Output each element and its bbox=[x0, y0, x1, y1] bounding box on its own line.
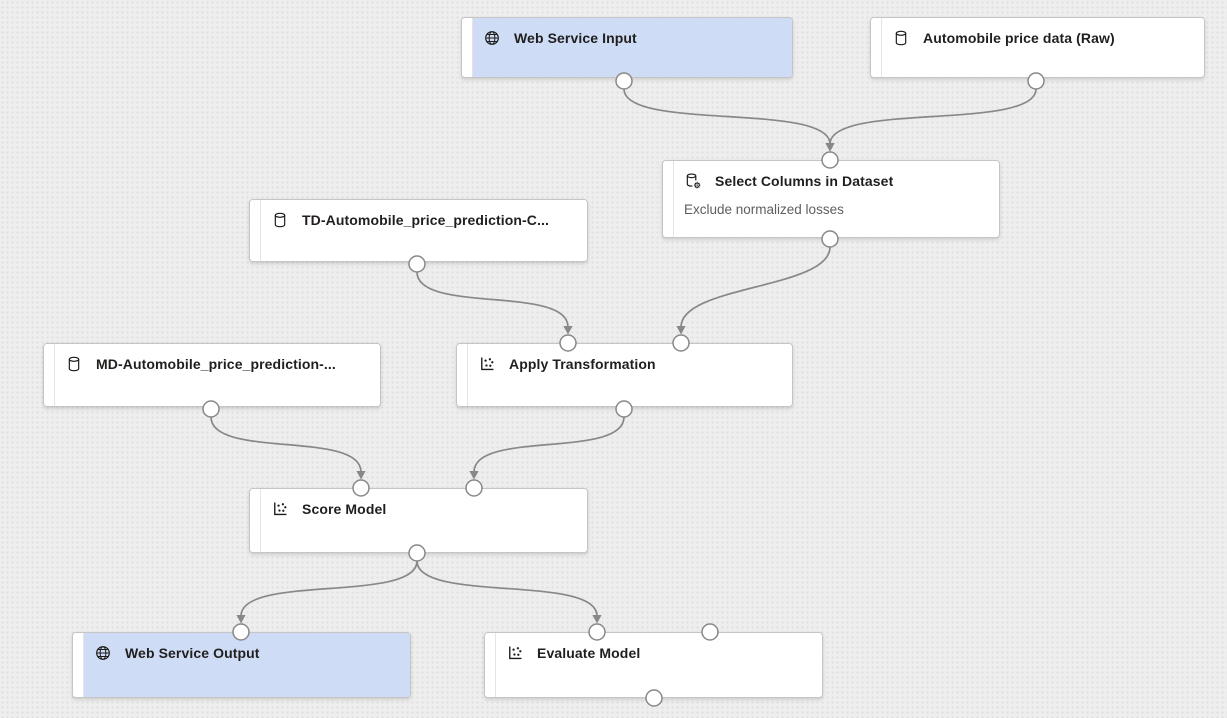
port-output-md-model-out[interactable] bbox=[202, 400, 220, 418]
node-title-row: Evaluate Model bbox=[506, 644, 810, 662]
node-title: Select Columns in Dataset bbox=[715, 173, 894, 189]
node-score-model[interactable]: Score Model bbox=[249, 488, 588, 553]
port-output-apply-transformation-out[interactable] bbox=[615, 400, 633, 418]
node-title-row: TD-Automobile_price_prediction-C... bbox=[271, 211, 575, 229]
node-web-service-output[interactable]: Web Service Output bbox=[72, 632, 411, 698]
edge-score-model.out-to-web-service-output.in[interactable] bbox=[240, 560, 418, 617]
scatter-icon bbox=[271, 500, 289, 518]
globe-icon bbox=[94, 644, 112, 662]
port-input-apply-transformation-in2[interactable] bbox=[672, 334, 690, 352]
node-body: MD-Automobile_price_prediction-... bbox=[55, 344, 380, 406]
node-body: Web Service Input bbox=[473, 18, 792, 77]
scatter-icon bbox=[478, 355, 496, 373]
node-evaluate-model[interactable]: Evaluate Model bbox=[484, 632, 823, 698]
port-input-score-model-in1[interactable] bbox=[352, 479, 370, 497]
globe-icon bbox=[483, 29, 501, 47]
port-output-select-columns-in-dataset-out[interactable] bbox=[821, 230, 839, 248]
edge-arrowhead bbox=[825, 143, 835, 152]
edge-web-service-input.out-to-select-columns-in-dataset.in[interactable] bbox=[623, 88, 831, 145]
node-title: TD-Automobile_price_prediction-C... bbox=[302, 212, 549, 228]
port-input-apply-transformation-in1[interactable] bbox=[559, 334, 577, 352]
node-body: Score Model bbox=[261, 489, 587, 552]
node-body: TD-Automobile_price_prediction-C... bbox=[261, 200, 587, 261]
node-automobile-price-data-raw[interactable]: Automobile price data (Raw) bbox=[870, 17, 1205, 78]
port-output-score-model-out[interactable] bbox=[408, 544, 426, 562]
node-title: Web Service Input bbox=[514, 30, 637, 46]
database-icon bbox=[892, 29, 910, 47]
node-grip bbox=[250, 489, 261, 552]
node-grip bbox=[871, 18, 882, 77]
node-grip bbox=[250, 200, 261, 261]
edge-arrowhead bbox=[236, 615, 246, 624]
node-title: Evaluate Model bbox=[537, 645, 641, 661]
node-title-row: Select Columns in Dataset bbox=[684, 172, 987, 190]
node-web-service-input[interactable]: Web Service Input bbox=[461, 17, 793, 78]
port-input-evaluate-model-in2[interactable] bbox=[701, 623, 719, 641]
edge-arrowhead bbox=[676, 326, 686, 335]
port-input-web-service-output-in[interactable] bbox=[232, 623, 250, 641]
edge-select-columns-in-dataset.out-to-apply-transformation.in2[interactable] bbox=[680, 246, 831, 328]
node-title: Web Service Output bbox=[125, 645, 260, 661]
node-grip bbox=[73, 633, 84, 697]
port-output-evaluate-model-out[interactable] bbox=[645, 689, 663, 707]
edge-arrowhead bbox=[825, 143, 835, 152]
database-gear-icon bbox=[684, 172, 702, 190]
node-grip bbox=[485, 633, 496, 697]
port-input-evaluate-model-in1[interactable] bbox=[588, 623, 606, 641]
port-input-select-columns-in-dataset-in[interactable] bbox=[821, 151, 839, 169]
database-icon bbox=[271, 211, 289, 229]
node-title-row: Apply Transformation bbox=[478, 355, 780, 373]
port-input-score-model-in2[interactable] bbox=[465, 479, 483, 497]
node-title-row: Web Service Input bbox=[483, 29, 780, 47]
node-body: Apply Transformation bbox=[468, 344, 792, 406]
node-grip bbox=[457, 344, 468, 406]
edge-automobile-price-data-raw.out-to-select-columns-in-dataset.in[interactable] bbox=[829, 88, 1037, 145]
node-title: MD-Automobile_price_prediction-... bbox=[96, 356, 336, 372]
edge-arrowhead bbox=[592, 615, 602, 624]
node-title-row: Web Service Output bbox=[94, 644, 398, 662]
node-title-row: MD-Automobile_price_prediction-... bbox=[65, 355, 368, 373]
node-grip bbox=[44, 344, 55, 406]
node-subtitle: Exclude normalized losses bbox=[684, 202, 844, 217]
node-grip bbox=[663, 161, 674, 237]
port-output-web-service-input-out[interactable] bbox=[615, 72, 633, 90]
node-md-model[interactable]: MD-Automobile_price_prediction-... bbox=[43, 343, 381, 407]
node-body: Web Service Output bbox=[84, 633, 410, 697]
database-icon bbox=[65, 355, 83, 373]
node-td-dataset[interactable]: TD-Automobile_price_prediction-C... bbox=[249, 199, 588, 262]
edge-apply-transformation.out-to-score-model.in2[interactable] bbox=[473, 416, 625, 473]
node-apply-transformation[interactable]: Apply Transformation bbox=[456, 343, 793, 407]
node-title-row: Automobile price data (Raw) bbox=[892, 29, 1192, 47]
node-body: Evaluate Model bbox=[496, 633, 822, 697]
edge-md-model.out-to-score-model.in1[interactable] bbox=[210, 416, 362, 473]
edge-arrowhead bbox=[469, 471, 479, 480]
edge-arrowhead bbox=[356, 471, 366, 480]
port-output-td-dataset-out[interactable] bbox=[408, 255, 426, 273]
node-title-row: Score Model bbox=[271, 500, 575, 518]
edge-arrowhead bbox=[563, 326, 573, 335]
port-output-automobile-price-data-raw-out[interactable] bbox=[1027, 72, 1045, 90]
edge-score-model.out-to-evaluate-model.in1[interactable] bbox=[416, 560, 598, 617]
node-grip bbox=[462, 18, 473, 77]
edge-td-dataset.out-to-apply-transformation.in1[interactable] bbox=[416, 271, 569, 328]
node-title: Score Model bbox=[302, 501, 387, 517]
scatter-icon bbox=[506, 644, 524, 662]
node-title: Automobile price data (Raw) bbox=[923, 30, 1115, 46]
node-body: Automobile price data (Raw) bbox=[882, 18, 1204, 77]
node-title: Apply Transformation bbox=[509, 356, 656, 372]
